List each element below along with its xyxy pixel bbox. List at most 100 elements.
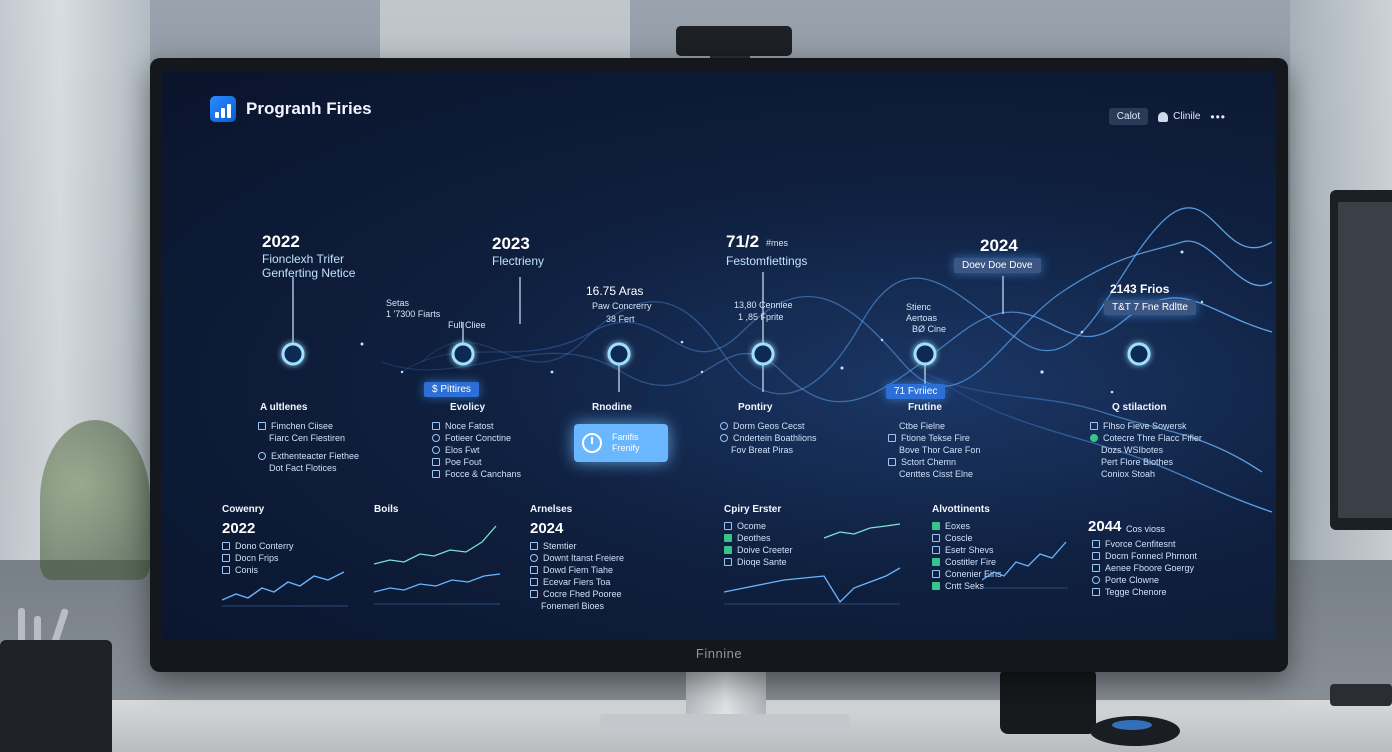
node-tag: 71 Fvriiec bbox=[886, 384, 946, 399]
milestone-year: 2024 bbox=[980, 236, 1018, 255]
app-header: Progranh Firies bbox=[210, 96, 372, 122]
mini-line-chart bbox=[982, 541, 1068, 589]
pen-cup bbox=[0, 640, 112, 752]
clock-card[interactable]: Fanifis Frenify bbox=[574, 424, 668, 462]
list-item: Ocome bbox=[724, 520, 793, 532]
list-icon bbox=[530, 578, 538, 586]
list-item: Fov Breat Piras bbox=[731, 445, 794, 455]
pen bbox=[18, 608, 25, 648]
list-icon bbox=[888, 434, 896, 442]
list-item: Cotecre Thre Flacc Fifler bbox=[1090, 432, 1202, 444]
timeline-nodes bbox=[281, 342, 1151, 366]
header-button[interactable]: Calot bbox=[1108, 108, 1149, 125]
panel-title: Arnelses bbox=[530, 504, 573, 515]
annotation: 2143 Frios bbox=[1110, 282, 1170, 296]
list-icon bbox=[530, 554, 538, 562]
square-icon bbox=[258, 422, 266, 430]
user-label: Clinile bbox=[1173, 111, 1201, 122]
annotation: 16.75 Aras bbox=[586, 284, 644, 298]
list-icon bbox=[222, 554, 230, 562]
list-item: Coniox Stoah bbox=[1101, 469, 1156, 479]
list-item: Aenee Fboore Goergy bbox=[1092, 562, 1197, 574]
warning-icon bbox=[530, 590, 538, 598]
list-icon bbox=[432, 446, 440, 454]
list-icon bbox=[932, 522, 940, 530]
list-icon bbox=[888, 458, 896, 466]
list-icon bbox=[432, 434, 440, 442]
annotation: 1 ,85 Fprite bbox=[738, 312, 784, 322]
milestone-year: 2023 bbox=[492, 234, 530, 253]
mouse bbox=[1090, 716, 1180, 746]
annotation: Paw Concrerry bbox=[592, 301, 652, 311]
list-item: Flhso Fieve Sowersk bbox=[1090, 420, 1202, 432]
list-icon bbox=[222, 542, 230, 550]
section-list: Ctbe Fielne Ftione Tekse Fire Bove Thor … bbox=[888, 420, 980, 480]
annotation: Aertoas bbox=[906, 313, 938, 323]
circle-icon bbox=[258, 452, 266, 460]
user-menu[interactable]: Clinile bbox=[1158, 111, 1200, 122]
chart-logo-icon bbox=[210, 96, 236, 122]
list-icon bbox=[720, 422, 728, 430]
milestone-tag: Doev Doe Dove bbox=[954, 258, 1041, 273]
list-item: Conis bbox=[222, 564, 294, 576]
list-icon bbox=[1092, 576, 1100, 584]
list-item: Elos Fwt bbox=[432, 444, 521, 456]
list-icon bbox=[1090, 422, 1098, 430]
section-list: Noce Fatost Fotieer Conctine Elos Fwt Po… bbox=[432, 420, 521, 480]
milestone-subtitle: Genferting Netice bbox=[262, 266, 356, 280]
milestone-suffix: #mes bbox=[766, 238, 789, 248]
list-icon bbox=[724, 534, 732, 542]
list-icon bbox=[1092, 552, 1100, 560]
status-icon bbox=[1090, 434, 1098, 442]
speaker bbox=[1000, 668, 1096, 734]
background-plant bbox=[40, 420, 150, 580]
panel-year: 2044 bbox=[1088, 518, 1122, 535]
list-item: Conenier Eins bbox=[932, 568, 1002, 580]
list-item: Bove Thor Care Fon bbox=[899, 445, 981, 455]
milestone-year: 2022 bbox=[262, 232, 300, 251]
timeline-stems bbox=[292, 272, 1004, 392]
list-item: Fotieer Conctine bbox=[432, 432, 521, 444]
panel-list: Fvorce Cenfitesnt Docm Fonnecl Phrnont A… bbox=[1092, 538, 1197, 598]
list-icon bbox=[1092, 540, 1100, 548]
list-icon bbox=[932, 582, 940, 590]
node-tag: $ Pittires bbox=[424, 382, 479, 397]
list-item: Cocre Fhed Pooree bbox=[530, 588, 624, 600]
list-item: Ctbe Fielne bbox=[899, 421, 946, 431]
mini-line-chart bbox=[374, 525, 501, 605]
section-heading: Frutine bbox=[908, 402, 942, 413]
section-heading: Evolicy bbox=[450, 402, 486, 413]
list-item: Fimchen Ciisee bbox=[258, 420, 359, 432]
list-item: Dorm Geos Cecst bbox=[720, 420, 817, 432]
list-item: Deothes bbox=[724, 532, 793, 544]
list-item: Dowd Fiem Tiahe bbox=[530, 564, 624, 576]
more-icon[interactable]: ••• bbox=[1210, 109, 1226, 124]
list-icon bbox=[432, 422, 440, 430]
list-icon bbox=[530, 542, 538, 550]
list-item: Cndertein Boathlions bbox=[720, 432, 817, 444]
list-item: Doive Creeter bbox=[724, 544, 793, 556]
panel-year: 2024 bbox=[530, 520, 564, 537]
clock-card-label: Frenify bbox=[612, 443, 640, 453]
annotation: 38 Fert bbox=[606, 314, 635, 324]
milestone-subtitle: Festomfiettings bbox=[726, 254, 808, 268]
milestone-subtitle: Fionclexh Trifer bbox=[262, 252, 345, 266]
list-item: Fonemerl Bioes bbox=[541, 601, 605, 611]
list-icon bbox=[724, 522, 732, 530]
list-item: Centtes Cisst Elne bbox=[899, 469, 974, 479]
panel-title: Cowenry bbox=[222, 504, 265, 515]
annotation: BØ Cine bbox=[912, 324, 947, 334]
list-item: Poe Fout bbox=[432, 456, 521, 468]
annotation: 1 '7300 Fiarts bbox=[386, 309, 441, 319]
section-heading: Pontiry bbox=[738, 402, 773, 413]
side-monitor bbox=[1330, 190, 1392, 530]
list-item: Fiarc Cen Fiestiren bbox=[269, 433, 346, 443]
list-item: Costitler Fire bbox=[932, 556, 1002, 568]
panel-list: Stemtier Downt Itanst Freiere Dowd Fiem … bbox=[530, 540, 624, 612]
list-item: Cntt Seks bbox=[932, 580, 1002, 592]
list-item: Dioqe Sante bbox=[724, 556, 793, 568]
list-item: Ecevar Fiers Toa bbox=[530, 576, 624, 588]
list-icon bbox=[724, 558, 732, 566]
milestone-subtitle: Flectrieny bbox=[492, 254, 545, 268]
wave-lines bbox=[381, 207, 1273, 513]
